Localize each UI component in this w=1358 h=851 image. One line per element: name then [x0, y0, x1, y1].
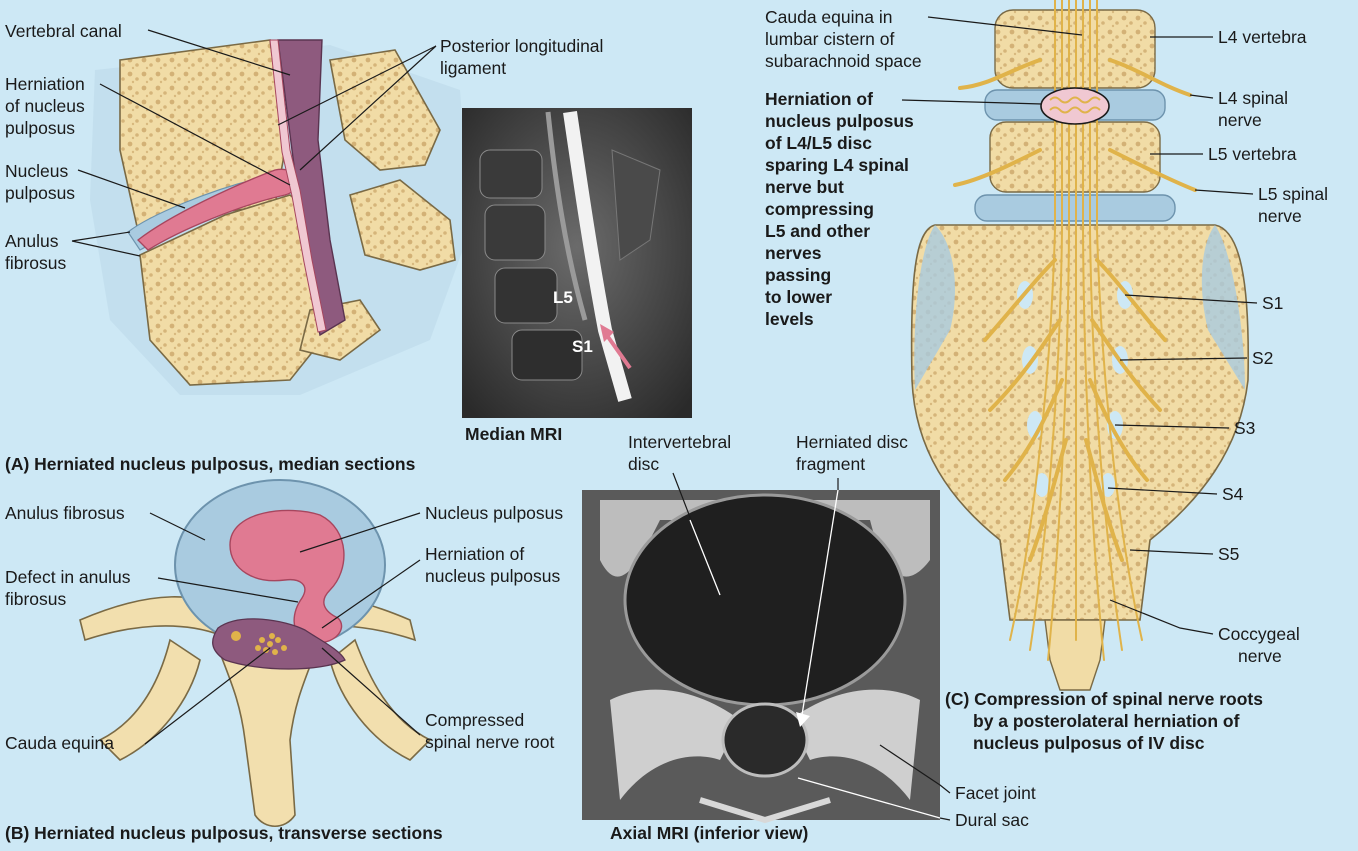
label-facet: Facet joint	[955, 783, 1036, 803]
label-cauda-c-2: lumbar cistern of	[765, 29, 894, 49]
leader-l4-nerve	[1190, 95, 1213, 98]
label-hern-c-7: L5 and other	[765, 221, 870, 241]
label-iv-disc-2: disc	[628, 454, 659, 474]
label-s2: S2	[1252, 348, 1273, 368]
caption-panel-c-3: nucleus pulposus of IV disc	[973, 733, 1205, 753]
label-s3: S3	[1234, 418, 1255, 438]
mri-label-l5: L5	[553, 288, 573, 307]
axial-mri-image	[582, 490, 940, 820]
label-compressed-2: spinal nerve root	[425, 732, 555, 752]
leader-l5-nerve	[1195, 190, 1253, 194]
label-defect-1: Defect in anulus	[5, 567, 131, 587]
label-s1: S1	[1262, 293, 1283, 313]
label-hern-c-9: passing	[765, 265, 831, 285]
label-vertebral-canal: Vertebral canal	[5, 21, 122, 41]
label-coccygeal-2: nerve	[1238, 646, 1282, 666]
label-cauda-c-3: subarachnoid space	[765, 51, 922, 71]
label-herniation-b-2: nucleus pulposus	[425, 566, 560, 586]
label-herniation-a-3: pulposus	[5, 118, 75, 138]
mri-label-s1: S1	[572, 337, 593, 356]
label-herniation-a-2: of nucleus	[5, 96, 85, 116]
label-hern-c-10: to lower	[765, 287, 832, 307]
label-l5-nerve-1: L5 spinal	[1258, 184, 1328, 204]
label-cauda-c-1: Cauda equina in	[765, 7, 892, 27]
label-coccygeal-1: Coccygeal	[1218, 624, 1300, 644]
sacrum	[912, 225, 1249, 620]
label-l5-vert: L5 vertebra	[1208, 144, 1297, 164]
caption-panel-c-2: by a posterolateral herniation of	[973, 711, 1240, 731]
label-defect-2: fibrosus	[5, 589, 67, 609]
label-iv-disc-1: Intervertebral	[628, 432, 731, 452]
caption-panel-c-1: (C) Compression of spinal nerve roots	[945, 689, 1263, 709]
label-dural: Dural sac	[955, 810, 1029, 830]
label-cauda-b: Cauda equina	[5, 733, 114, 753]
leader-dural	[940, 818, 950, 820]
label-anulus-a-1: Anulus	[5, 231, 59, 251]
label-nucleus-a-1: Nucleus	[5, 161, 68, 181]
label-l4-nerve-2: nerve	[1218, 110, 1262, 130]
caption-median-mri: Median MRI	[465, 424, 562, 444]
label-compressed-1: Compressed	[425, 710, 524, 730]
herniation-c-text-block: Herniation of nucleus pulposus of L4/L5 …	[765, 89, 914, 329]
label-pll-2: ligament	[440, 58, 506, 78]
label-herniation-b-1: Herniation of	[425, 544, 524, 564]
label-s4: S4	[1222, 484, 1244, 504]
label-pll-1: Posterior longitudinal	[440, 36, 603, 56]
caption-panel-a: (A) Herniated nucleus pulposus, median s…	[5, 454, 416, 474]
label-hern-c-6: compressing	[765, 199, 874, 219]
panel-b-illustration	[80, 480, 430, 826]
label-hern-c-1: Herniation of	[765, 89, 873, 109]
label-hern-c-11: levels	[765, 309, 814, 329]
label-hern-c-5: nerve but	[765, 177, 844, 197]
label-s5: S5	[1218, 544, 1239, 564]
label-hern-c-8: nerves	[765, 243, 822, 263]
label-hern-c-2: nucleus pulposus	[765, 111, 914, 131]
label-hern-c-4: sparing L4 spinal	[765, 155, 909, 175]
label-fragment-2: fragment	[796, 454, 865, 474]
panel-a-illustration	[90, 40, 470, 395]
label-anulus-a-2: fibrosus	[5, 253, 67, 273]
median-mri-image	[462, 108, 692, 418]
label-anulus-b: Anulus fibrosus	[5, 503, 125, 523]
label-hern-c-3: of L4/L5 disc	[765, 133, 872, 153]
label-l4-nerve-1: L4 spinal	[1218, 88, 1288, 108]
label-herniation-a-1: Herniation	[5, 74, 85, 94]
label-nucleus-a-2: pulposus	[5, 183, 75, 203]
label-nucleus-b: Nucleus pulposus	[425, 503, 563, 523]
panel-c-illustration	[912, 0, 1249, 690]
label-l5-nerve-2: nerve	[1258, 206, 1302, 226]
label-fragment-1: Herniated disc	[796, 432, 908, 452]
caption-axial-mri: Axial MRI (inferior view)	[610, 823, 808, 843]
caption-panel-b: (B) Herniated nucleus pulposus, transver…	[5, 823, 443, 843]
label-l4-vert: L4 vertebra	[1218, 27, 1307, 47]
